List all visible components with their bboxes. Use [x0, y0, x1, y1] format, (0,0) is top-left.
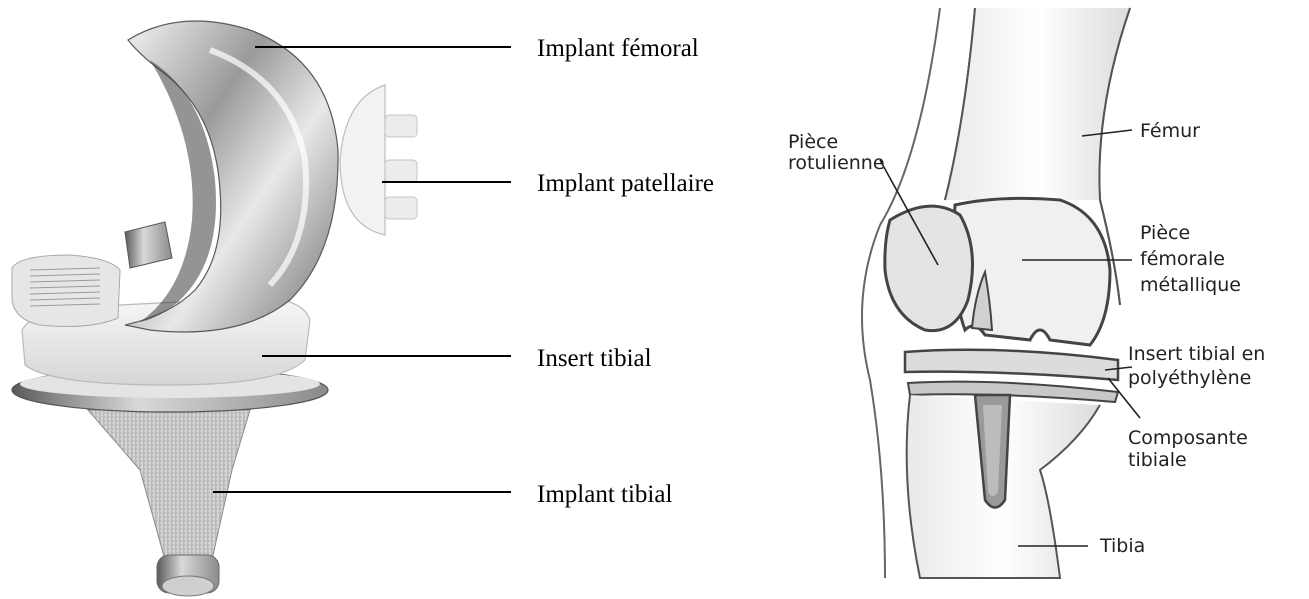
knee-anatomy-drawing — [862, 8, 1130, 578]
label-piece-femorale-line2: fémorale — [1140, 248, 1225, 270]
insert-drawing — [905, 350, 1118, 380]
label-composante-line2: tibiale — [1128, 449, 1187, 471]
label-piece-femorale-line3: métallique — [1140, 274, 1241, 296]
label-insert-tibial: Insert tibial — [537, 345, 652, 372]
tibial-stem — [88, 410, 250, 560]
patellar-implant — [340, 85, 385, 235]
label-composante-line1: Composante — [1128, 427, 1248, 449]
label-insert-poly-line1: Insert tibial en — [1128, 343, 1265, 365]
implant-illustration — [12, 21, 417, 596]
label-femur: Fémur — [1140, 120, 1200, 142]
label-piece-rotulienne-line2: rotulienne — [788, 152, 885, 174]
label-implant-patellaire: Implant patellaire — [537, 170, 714, 197]
label-piece-femorale-line1: Pièce — [1140, 222, 1190, 244]
label-tibia: Tibia — [1099, 535, 1145, 557]
label-insert-poly-line2: polyéthylène — [1128, 367, 1251, 389]
patellar-piece-drawing — [885, 206, 973, 331]
label-piece-rotulienne-line1: Pièce — [788, 131, 838, 153]
label-implant-femoral: Implant fémoral — [537, 35, 699, 62]
label-implant-tibial: Implant tibial — [537, 481, 672, 508]
